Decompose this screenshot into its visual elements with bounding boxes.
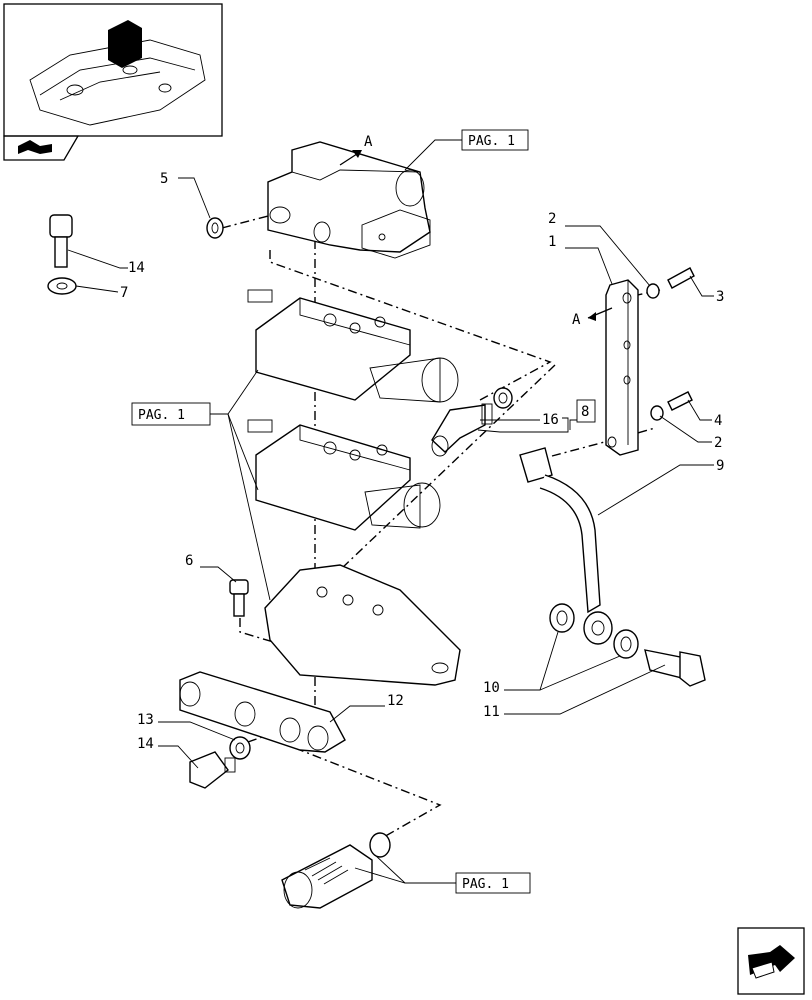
seal-5 [206,217,224,239]
callout-number: 3 [716,289,724,305]
callout-7: 7 [75,285,128,301]
callout-8: 8 [569,399,596,430]
bolt-11 [644,649,706,687]
callout-9: 9 [597,458,724,516]
hydraulic-lift-thumbnail-icon [29,20,206,126]
callout-number: 14 [128,260,145,276]
callout-number: 13 [137,712,154,728]
callout-number: 11 [483,704,500,720]
page-ref-top: PAG. 1 [404,129,529,171]
washer-7 [47,277,77,295]
callout-number: 7 [120,285,128,301]
bolt-6 [229,579,249,617]
callout-number: 14 [137,736,154,752]
callout-14: 14 [137,736,199,769]
callout-number: 8 [581,404,589,420]
page-ref-bottom: PAG. 1 [354,854,531,894]
arrow-a-label: A [572,312,581,328]
callout-number: 12 [387,693,404,709]
callout-11: 11 [483,664,666,720]
washer-2-lower [650,405,664,421]
callout-number: 16 [542,412,559,428]
filter-spring [281,844,373,909]
pipe-9 [519,447,613,645]
callout-2-top: 2 [548,211,651,287]
callout-number: 4 [714,413,722,429]
arrow-a-top: A [339,134,373,166]
valve-section-lower [247,419,441,531]
top-valve-body [267,141,431,259]
plug-14 [189,751,236,789]
callout-number: 1 [548,234,556,250]
bolt-15 [49,214,73,268]
callout-10: 10 [483,631,621,696]
callout-number: 2 [714,435,722,451]
page-ref-left: PAG. 1 [131,369,271,601]
page-ref-label: PAG. 1 [462,877,509,892]
next-page-arrow-icon[interactable] [737,927,805,995]
callout-12: 12 [329,693,404,723]
page-ref-label: PAG. 1 [468,134,515,149]
arrow-a-label: A [364,134,373,150]
callout-number: 2 [548,211,556,227]
callout-5: 5 [160,171,211,219]
book-icon [3,135,80,161]
callout-number: 10 [483,680,500,696]
thumbnail-frame [3,3,223,137]
page-ref-label: PAG. 1 [138,408,185,423]
manifold-12 [179,671,346,753]
seal-16 [493,387,513,409]
callout-4: 4 [687,399,722,429]
screw-4 [667,391,693,411]
callout-number: 6 [185,553,193,569]
callout-13: 13 [137,712,236,741]
washer-2-upper [646,283,660,299]
seal-ring-bottom [369,832,391,858]
lower-flange-body [264,564,461,686]
seal-13 [229,736,251,760]
callout-number: 9 [716,458,724,474]
callout-2-bottom: 2 [659,415,722,451]
elbow-fitting [431,403,493,457]
callout-15: 14 [67,249,145,276]
bracket-1 [605,279,639,456]
seal-10-left [549,603,575,633]
callout-1: 1 [548,234,613,285]
screw-3 [667,267,695,289]
valve-section-upper [247,289,459,403]
callout-6: 6 [185,553,237,583]
callout-number: 5 [160,171,168,187]
arrow-a-right: A [572,307,613,328]
callout-16: 16 [477,412,569,433]
callout-3: 3 [689,275,724,305]
seal-10-right [613,629,639,659]
